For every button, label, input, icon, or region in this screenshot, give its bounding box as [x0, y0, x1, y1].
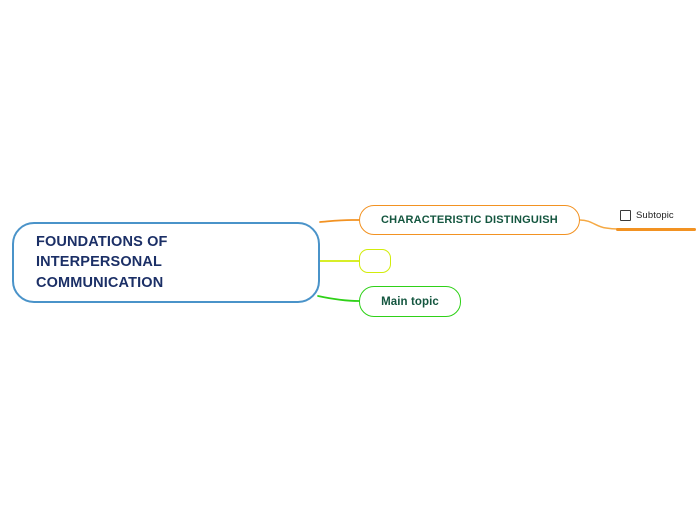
- topic-node-characteristic-distinguish[interactable]: CHARACTERISTIC DISTINGUISH: [359, 205, 580, 235]
- topic-node-main-topic-label: Main topic: [381, 295, 439, 308]
- subtopic-underline: [616, 228, 696, 231]
- topic-node-characteristic-distinguish-label: CHARACTERISTIC DISTINGUISH: [381, 214, 558, 226]
- connector-characteristic-to-subtopic: [579, 219, 619, 230]
- root-node-label: FOUNDATIONS OF INTERPERSONAL COMMUNICATI…: [36, 233, 168, 291]
- topic-node-empty[interactable]: [359, 249, 391, 273]
- subtopic-node-label: Subtopic: [636, 210, 674, 221]
- subtopic-node[interactable]: Subtopic: [620, 210, 674, 221]
- connector-root-to-main-topic: [317, 295, 360, 302]
- connector-root-to-characteristic: [319, 219, 360, 223]
- checkbox-icon[interactable]: [620, 210, 631, 221]
- root-node[interactable]: FOUNDATIONS OF INTERPERSONAL COMMUNICATI…: [12, 222, 320, 303]
- topic-node-main-topic[interactable]: Main topic: [359, 286, 461, 317]
